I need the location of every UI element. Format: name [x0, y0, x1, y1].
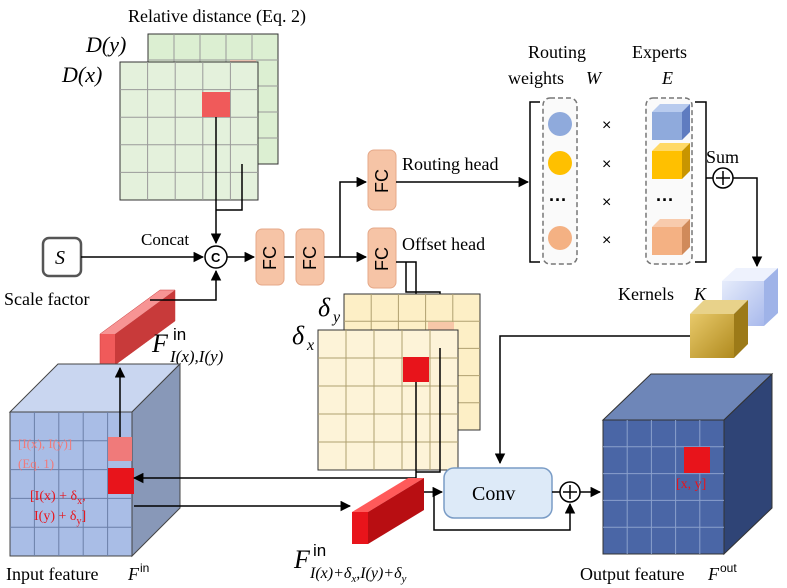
expert-blue-cube: [652, 104, 690, 140]
delta-x-grid: [317, 329, 459, 471]
fc2-to-routing-arrow: [339, 176, 368, 257]
f-offset-sub: I(x)+δx,I(y)+δy: [309, 565, 407, 585]
offset-fc-label: FC: [372, 247, 392, 271]
scale-symbol: S: [55, 247, 65, 269]
delta-y-label: δ: [318, 293, 331, 322]
routing-bracket: [529, 101, 540, 263]
offset-fc-box: [367, 227, 397, 289]
expert-yellow-cube: [652, 143, 690, 179]
output-xy-label: [x, y]: [676, 477, 706, 492]
f-offset-sup: in: [313, 541, 326, 560]
offset-label-1: [I(x) + δx,: [30, 489, 86, 507]
weight-blue: [548, 112, 572, 136]
output-feature-symbol: F: [707, 564, 720, 584]
routing-fc-box: [367, 149, 397, 211]
relative-distance-label: Relative distance (Eq. 2): [128, 6, 306, 27]
routing-fc-label: FC: [372, 169, 392, 193]
times-1: ×: [602, 117, 611, 134]
delta-y-sub: y: [331, 309, 341, 326]
d-x-label: D(x): [61, 62, 102, 87]
f-offset-label: F: [293, 545, 311, 574]
index-label-1: [I(x), I(y)]: [18, 436, 72, 451]
output-feature-cube: [601, 372, 774, 556]
fc-label-2: FC: [300, 246, 320, 270]
kernels-symbol: K: [693, 284, 707, 304]
offset-label-2: I(y) + δy]: [34, 509, 86, 527]
experts-bracket: [695, 101, 707, 263]
expert-ellipsis: ···: [656, 190, 674, 210]
d-x-highlight: [202, 92, 230, 117]
kernel-gold-cube: [690, 300, 748, 358]
routing-head-label: Routing head: [402, 154, 499, 174]
d-x-grid: [119, 61, 259, 201]
experts-symbol: E: [661, 68, 673, 88]
sum-to-kernels-arrow: [733, 177, 763, 268]
f-in-sup: in: [173, 325, 186, 344]
conv-label: Conv: [472, 483, 515, 505]
offset-y-to-input-line: [416, 348, 441, 473]
input-feature-label: Input feature: [6, 564, 98, 584]
input-feature-sup: in: [140, 561, 149, 575]
fc-label-1: FC: [260, 246, 280, 270]
times-3: ×: [602, 194, 611, 211]
index-label-2: (Eq. 1): [18, 456, 54, 471]
conv-box: [443, 467, 553, 519]
delta-x-highlight: [403, 357, 429, 382]
dy-to-concat-line: [216, 164, 243, 211]
times-2: ×: [602, 156, 611, 173]
input-index-highlight: [108, 437, 132, 461]
input-feature-symbol: F: [127, 564, 140, 584]
sum-label: Sum: [706, 147, 739, 167]
f-in-label: F: [151, 329, 169, 358]
f-in-index-bar: [99, 289, 176, 366]
experts-label: Experts: [632, 42, 687, 62]
concat-label: Concat: [141, 230, 189, 249]
input-offset-highlight: [108, 468, 134, 494]
output-feature-label: Output feature: [580, 564, 684, 584]
weight-ellipsis: ···: [549, 190, 567, 210]
routing-weights-symbol: W: [586, 68, 603, 88]
f-in-sub: I(x),I(y): [169, 347, 224, 366]
kernels-label: Kernels: [618, 284, 674, 304]
routing-weights-label-1: Routing: [528, 42, 586, 62]
concat-symbol: C: [211, 250, 221, 265]
kernels-to-conv-arrow: [494, 335, 690, 465]
routing-weights-box: [542, 97, 578, 265]
routing-weights-label-2: weights: [508, 68, 564, 88]
f-in-to-concat-arrow: [150, 269, 222, 301]
f-offset-bar: [352, 478, 424, 544]
expert-peach-cube: [652, 219, 690, 255]
scale-factor-label: Scale factor: [4, 289, 89, 309]
weight-peach: [548, 226, 572, 250]
delta-x-sub: x: [306, 337, 314, 354]
output-feature-sup: out: [720, 561, 737, 575]
offset-head-label: Offset head: [402, 234, 485, 254]
skip-to-add-arrow: [433, 492, 576, 531]
times-4: ×: [602, 232, 611, 249]
weight-yellow: [548, 151, 572, 175]
d-y-label: D(y): [85, 32, 126, 57]
delta-x-label: δ: [292, 321, 305, 350]
output-xy-highlight: [684, 447, 710, 473]
